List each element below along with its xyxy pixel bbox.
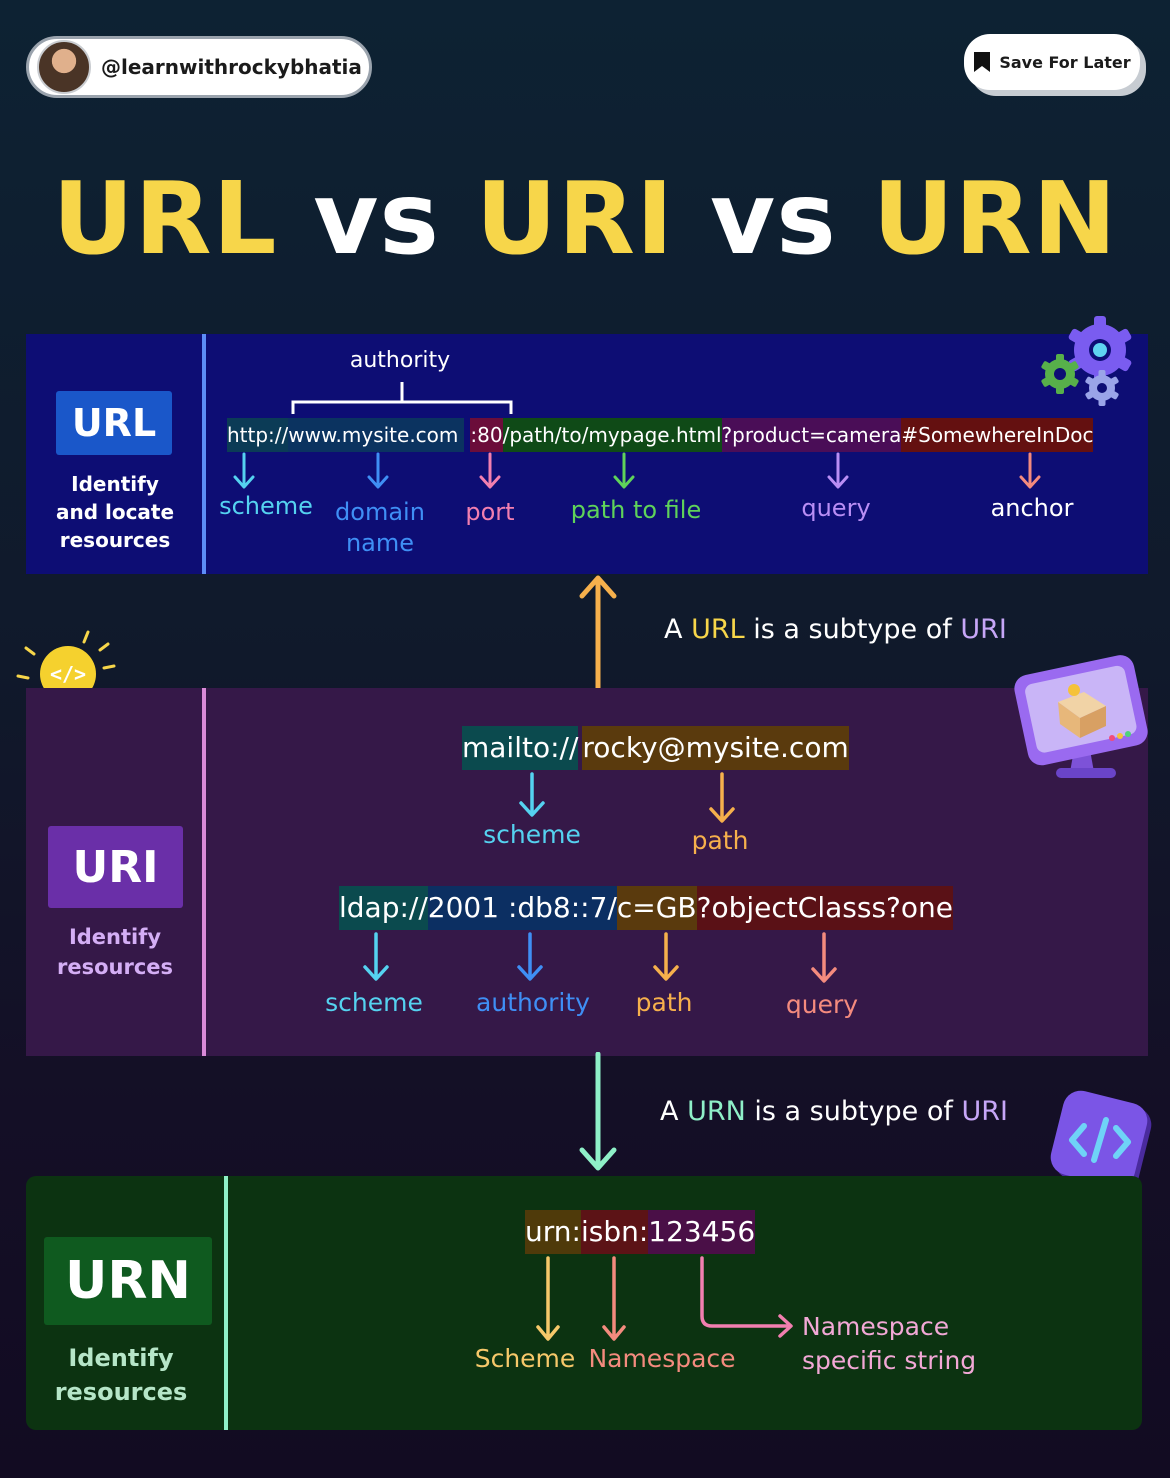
urn-nss-segment: 123456: [648, 1210, 756, 1254]
monitor-package-icon: [1014, 655, 1148, 778]
url-anchor-segment: #SomewhereInDoc: [901, 418, 1094, 452]
domain-label-line: domain: [335, 498, 425, 526]
desc-line: Identify: [68, 925, 162, 949]
title-urn: URN: [872, 160, 1118, 277]
urn-badge: URN: [44, 1237, 212, 1325]
url-anchor-label: anchor: [990, 494, 1074, 522]
ldap-query-segment: ?objectClasss?one: [696, 886, 954, 930]
note-text: A: [660, 1096, 688, 1127]
urn-divider: [224, 1176, 228, 1430]
code-icon: [1050, 1090, 1152, 1192]
url-string: http:// www.mysite.com :80 /path/to/mypa…: [227, 418, 1094, 452]
url-scheme-label: scheme: [219, 492, 313, 520]
urn-subtype-note: A URN is a subtype of URI: [660, 1096, 1008, 1127]
urn-scheme-label: Scheme: [474, 1344, 576, 1373]
desc-line: Identify: [71, 472, 159, 496]
ldap-query-label: query: [785, 990, 859, 1019]
url-query-segment: ?product=camera: [721, 418, 902, 452]
note-term: URN: [687, 1096, 746, 1127]
url-subtype-note: A URL is a subtype of URI: [664, 614, 1007, 645]
avatar: [37, 40, 91, 94]
arrow-up-icon: [579, 575, 617, 697]
url-domain-label: domain name: [320, 497, 440, 559]
urn-description: Identify resources: [44, 1342, 198, 1409]
desc-line: resources: [59, 528, 171, 552]
ldap-arrows: [363, 932, 837, 983]
desc-line: Identify: [68, 1344, 174, 1372]
title-url: URL: [52, 160, 278, 277]
desc-line: resources: [54, 1377, 188, 1406]
mailto-scheme-label: scheme: [483, 820, 581, 849]
url-divider: [202, 334, 206, 574]
nss-label-line: specific string: [802, 1345, 977, 1375]
desc-line: resources: [56, 955, 174, 980]
note-text: is a subtype of: [744, 614, 961, 645]
urn-arrows: [536, 1256, 793, 1341]
url-port-label: port: [465, 498, 515, 526]
mailto-path-label: path: [691, 826, 749, 855]
note-text: is a subtype of: [745, 1096, 962, 1127]
urn-namespace-label: Namespace: [588, 1344, 736, 1373]
save-for-later-button[interactable]: Save For Later: [964, 34, 1140, 90]
uri-description: Identify resources: [40, 922, 190, 983]
bookmark-icon: [974, 52, 991, 72]
mailto-scheme-segment: mailto://: [462, 726, 579, 770]
urn-namespace-segment: isbn:: [580, 1210, 649, 1254]
url-arrows: [233, 452, 1041, 489]
title-vs: vs: [710, 160, 837, 277]
urn-example: urn: isbn: 123456: [525, 1210, 756, 1254]
ldap-authority-label: authority: [476, 988, 590, 1017]
gears-icon: [1041, 316, 1132, 406]
svg-text:</>: </>: [50, 662, 86, 686]
note-term: URL: [691, 614, 745, 645]
ldap-scheme-segment: ldap://: [339, 886, 428, 930]
url-badge: URL: [56, 391, 172, 455]
urn-nss-label: Namespace specific string: [802, 1310, 976, 1378]
nss-label-line: Namespace: [802, 1312, 950, 1341]
url-scheme-segment: http://: [227, 418, 289, 452]
author-handle: @learnwithrockybhatia: [101, 55, 362, 79]
url-query-label: query: [801, 494, 871, 522]
uri-badge: URI: [48, 826, 183, 908]
authority-bracket: [291, 382, 513, 414]
url-path-segment: /path/to/mypage.html: [502, 418, 722, 452]
mailto-path-segment: rocky@mysite.com: [582, 726, 849, 770]
author-handle-pill[interactable]: @learnwithrockybhatia: [26, 36, 372, 98]
url-path-label: path to file: [570, 496, 702, 524]
note-uri: URI: [960, 614, 1007, 645]
uri-divider: [202, 688, 206, 1056]
urn-scheme-segment: urn:: [525, 1210, 581, 1254]
ldap-path-label: path: [635, 988, 693, 1017]
url-description: Identify and locate resources: [40, 470, 190, 554]
arrow-down-icon: [579, 1052, 617, 1171]
desc-line: and locate: [55, 500, 175, 524]
uri-example-mailto: mailto:// rocky@mysite.com: [462, 726, 849, 770]
url-domain-segment: www.mysite.com: [288, 418, 465, 452]
url-panel: [26, 334, 1148, 574]
title-vs: vs: [313, 160, 440, 277]
note-text: A: [664, 614, 692, 645]
title-uri: URI: [475, 160, 675, 277]
mailto-arrows: [519, 772, 735, 823]
ldap-scheme-label: scheme: [325, 988, 423, 1017]
ldap-authority-segment: 2001 :db8::7/: [427, 886, 617, 930]
note-uri: URI: [961, 1096, 1008, 1127]
authority-label: authority: [349, 348, 451, 373]
page-title: URL vs URI vs URN: [0, 160, 1170, 277]
domain-label-line: name: [345, 529, 415, 558]
ldap-path-segment: c=GB: [616, 886, 697, 930]
save-for-later-label: Save For Later: [999, 52, 1131, 72]
uri-example-ldap: ldap:// 2001 :db8::7/ c=GB ?objectClasss…: [339, 886, 954, 930]
url-port-segment: :80: [470, 418, 503, 452]
